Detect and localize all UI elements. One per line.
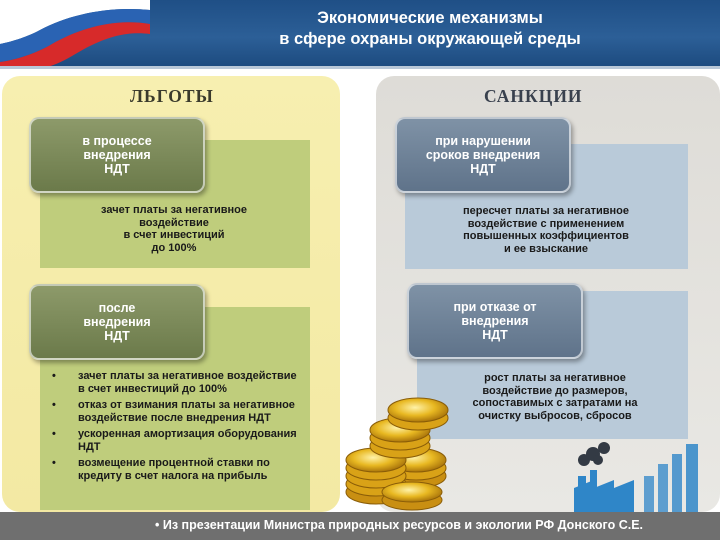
benefits-list: зачет платы за негативное воздействие в … xyxy=(52,370,298,486)
text-line: воздействие до размеров, xyxy=(482,384,628,397)
text-line: повышенных коэффициентов xyxy=(463,230,629,243)
text-line: до 100% xyxy=(151,241,197,254)
title-line-2: в сфере охраны окружающей среды xyxy=(279,30,581,48)
list-item: возмещение процентной ставки по кредиту … xyxy=(52,457,298,483)
text-line: зачет платы за негативное xyxy=(101,204,247,216)
list-item: отказ от взимания платы за негативное во… xyxy=(52,399,298,425)
label-line: в процессе xyxy=(82,134,152,148)
sanction-box-2-text: рост платы за негативное воздействие до … xyxy=(424,372,686,422)
footer-source-note: • Из презентации Министра природных ресу… xyxy=(155,518,644,532)
sanction-box-1-text: пересчет платы за негативное воздействие… xyxy=(412,205,680,255)
label-line: НДТ xyxy=(470,162,496,176)
label-line: НДТ xyxy=(482,328,508,342)
label-line: после xyxy=(98,301,136,315)
text-line: пересчет платы за негативное xyxy=(462,205,630,217)
label-line: внедрения xyxy=(83,148,151,162)
list-item: ускоренная амортизация оборудования НДТ xyxy=(52,428,298,454)
label-line: при нарушении xyxy=(435,134,531,148)
label-line: НДТ xyxy=(104,162,130,176)
text-line: очистку выбросов, сбросов xyxy=(478,409,632,422)
text-line: в счет инвестиций xyxy=(123,229,225,242)
header-divider xyxy=(0,66,720,69)
text-line: и ее взыскание xyxy=(504,242,588,255)
text-line: рост платы за негативное xyxy=(484,372,626,384)
sanctions-heading: САНКЦИИ xyxy=(484,86,583,106)
label-line: сроков внедрения xyxy=(425,148,541,162)
factory-icon xyxy=(560,436,720,512)
label-refusal: при отказе от внедрения НДТ xyxy=(407,283,583,359)
coins-icon xyxy=(338,388,458,512)
benefits-heading: ЛЬГОТЫ xyxy=(130,86,214,106)
footer-bar xyxy=(0,512,720,540)
text-line: воздействие xyxy=(139,216,209,229)
label-line: внедрения xyxy=(83,315,151,329)
label-line: при отказе от xyxy=(453,300,537,314)
text-line: сопоставимых с затратами на xyxy=(472,397,638,410)
page-title: Экономические механизмы в сфере охраны о… xyxy=(150,8,710,50)
label-line: внедрения xyxy=(461,314,529,328)
label-during-implementation: в процессе внедрения НДТ xyxy=(29,117,205,193)
flag-icon xyxy=(0,0,150,68)
label-after-implementation: после внедрения НДТ xyxy=(29,284,205,360)
title-line-1: Экономические механизмы xyxy=(317,9,543,27)
benefit-box-1-text: зачет платы за негативное воздействие в … xyxy=(60,204,288,254)
label-deadline-violation: при нарушении сроков внедрения НДТ xyxy=(395,117,571,193)
label-line: НДТ xyxy=(104,329,130,343)
text-line: воздействие с применением xyxy=(467,217,625,230)
list-item: зачет платы за негативное воздействие в … xyxy=(52,370,298,396)
